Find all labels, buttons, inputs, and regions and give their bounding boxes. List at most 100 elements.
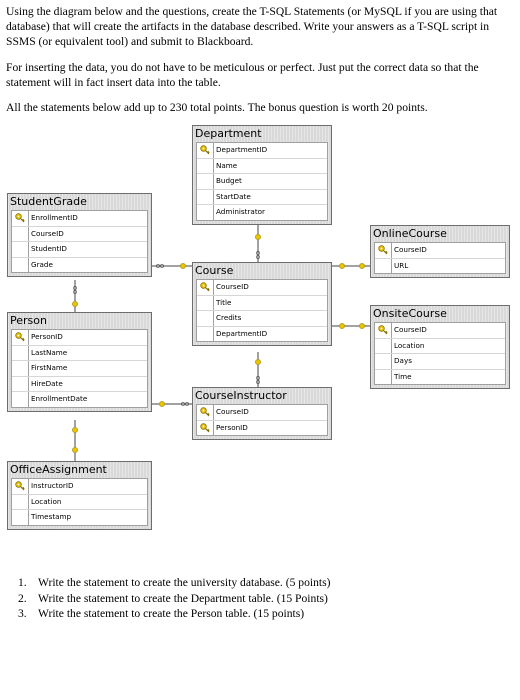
row-gutter bbox=[12, 242, 29, 257]
question-text: Write the statement to create the Person… bbox=[38, 607, 305, 620]
key-end-icon bbox=[339, 263, 345, 269]
row-gutter bbox=[197, 295, 214, 310]
column-name: HireDate bbox=[31, 378, 63, 388]
question-text: Write the statement to create the univer… bbox=[38, 576, 331, 589]
entity-onlinecourse[interactable]: OnlineCourse CourseID URL bbox=[370, 225, 510, 278]
key-icon bbox=[15, 332, 25, 342]
column-row[interactable]: StartDate bbox=[197, 188, 327, 204]
entity-title: Department bbox=[195, 127, 262, 140]
column-row[interactable]: FirstName bbox=[12, 360, 147, 376]
column-row[interactable]: PersonID bbox=[197, 419, 327, 435]
key-end-icon bbox=[159, 401, 165, 407]
question-text: Write the statement to create the Depart… bbox=[38, 591, 328, 605]
entity-title: OnlineCourse bbox=[373, 227, 447, 240]
question-list: 1. Write the statement to create the uni… bbox=[18, 575, 331, 622]
row-gutter bbox=[12, 494, 29, 509]
row-gutter bbox=[12, 479, 29, 494]
intro-paragraph-1: Using the diagram below and the question… bbox=[6, 5, 498, 48]
column-name: CourseID bbox=[394, 325, 427, 334]
column-name: PersonID bbox=[216, 422, 248, 432]
key-icon bbox=[378, 245, 388, 255]
column-row[interactable]: PersonID bbox=[12, 330, 147, 345]
entity-title: Course bbox=[195, 264, 234, 277]
column-row[interactable]: HireDate bbox=[12, 375, 147, 391]
column-row[interactable]: LastName bbox=[12, 344, 147, 360]
column-row[interactable]: DepartmentID bbox=[197, 325, 327, 341]
column-name: Budget bbox=[216, 176, 242, 185]
row-gutter bbox=[375, 243, 392, 258]
row-gutter bbox=[197, 280, 214, 295]
key-end-icon bbox=[359, 263, 365, 269]
column-row[interactable]: URL bbox=[375, 257, 505, 273]
column-name: StartDate bbox=[216, 191, 251, 201]
key-end-icon bbox=[255, 359, 261, 365]
column-row[interactable]: Grade bbox=[12, 256, 147, 272]
column-name: Days bbox=[394, 356, 412, 365]
row-gutter bbox=[197, 326, 214, 341]
column-row[interactable]: Days bbox=[375, 353, 505, 369]
column-row[interactable]: EnrollmentID bbox=[12, 211, 147, 226]
column-name: Timestamp bbox=[31, 512, 72, 521]
column-row[interactable]: CourseID bbox=[12, 225, 147, 241]
column-row[interactable]: Administrator bbox=[197, 204, 327, 220]
column-row[interactable]: EnrollmentDate bbox=[12, 391, 147, 407]
row-gutter bbox=[375, 369, 392, 384]
column-row[interactable]: Location bbox=[375, 337, 505, 353]
column-name: Grade bbox=[31, 259, 53, 269]
row-gutter bbox=[12, 392, 29, 407]
column-name: LastName bbox=[31, 347, 68, 357]
row-gutter bbox=[197, 420, 214, 435]
key-icon bbox=[200, 422, 210, 433]
column-name: Location bbox=[31, 496, 62, 506]
column-row[interactable]: Budget bbox=[197, 173, 327, 189]
column-row[interactable]: CourseID bbox=[375, 243, 505, 258]
key-icon bbox=[200, 145, 210, 155]
key-icon bbox=[15, 213, 25, 223]
row-gutter bbox=[375, 354, 392, 369]
column-row[interactable]: InstructorID bbox=[12, 479, 147, 494]
column-row[interactable]: CourseID bbox=[375, 323, 505, 338]
row-gutter bbox=[12, 361, 29, 376]
key-icon bbox=[15, 481, 25, 491]
key-icon bbox=[378, 325, 388, 335]
row-gutter bbox=[375, 323, 392, 338]
column-row[interactable]: DepartmentID bbox=[197, 143, 327, 158]
column-name: CourseID bbox=[216, 282, 249, 291]
key-icon bbox=[200, 282, 210, 292]
column-row[interactable]: Timestamp bbox=[12, 509, 147, 525]
key-end-icon bbox=[72, 427, 78, 433]
column-row[interactable]: Location bbox=[12, 493, 147, 509]
column-row[interactable]: Title bbox=[197, 294, 327, 310]
column-name: CourseID bbox=[394, 245, 427, 254]
column-row[interactable]: Time bbox=[375, 368, 505, 384]
intro-paragraph-3: All the statements below add up to 230 t… bbox=[6, 101, 428, 114]
column-name: InstructorID bbox=[31, 481, 74, 490]
column-row[interactable]: Credits bbox=[197, 310, 327, 326]
column-name: Title bbox=[216, 297, 232, 307]
row-gutter bbox=[197, 311, 214, 326]
column-row[interactable]: CourseID bbox=[197, 280, 327, 295]
key-end-icon bbox=[359, 323, 365, 329]
entity-title: OnsiteCourse bbox=[373, 307, 447, 320]
column-row[interactable]: StudentID bbox=[12, 241, 147, 257]
column-name: Credits bbox=[216, 313, 242, 322]
row-gutter bbox=[197, 158, 214, 173]
column-row[interactable]: CourseID bbox=[197, 405, 327, 420]
column-row[interactable]: Name bbox=[197, 157, 327, 173]
column-name: StudentID bbox=[31, 244, 67, 253]
key-end-icon bbox=[72, 301, 78, 307]
column-name: Time bbox=[394, 371, 412, 381]
column-name: EnrollmentID bbox=[31, 213, 78, 222]
column-name: EnrollmentDate bbox=[31, 394, 88, 403]
key-end-icon bbox=[339, 323, 345, 329]
